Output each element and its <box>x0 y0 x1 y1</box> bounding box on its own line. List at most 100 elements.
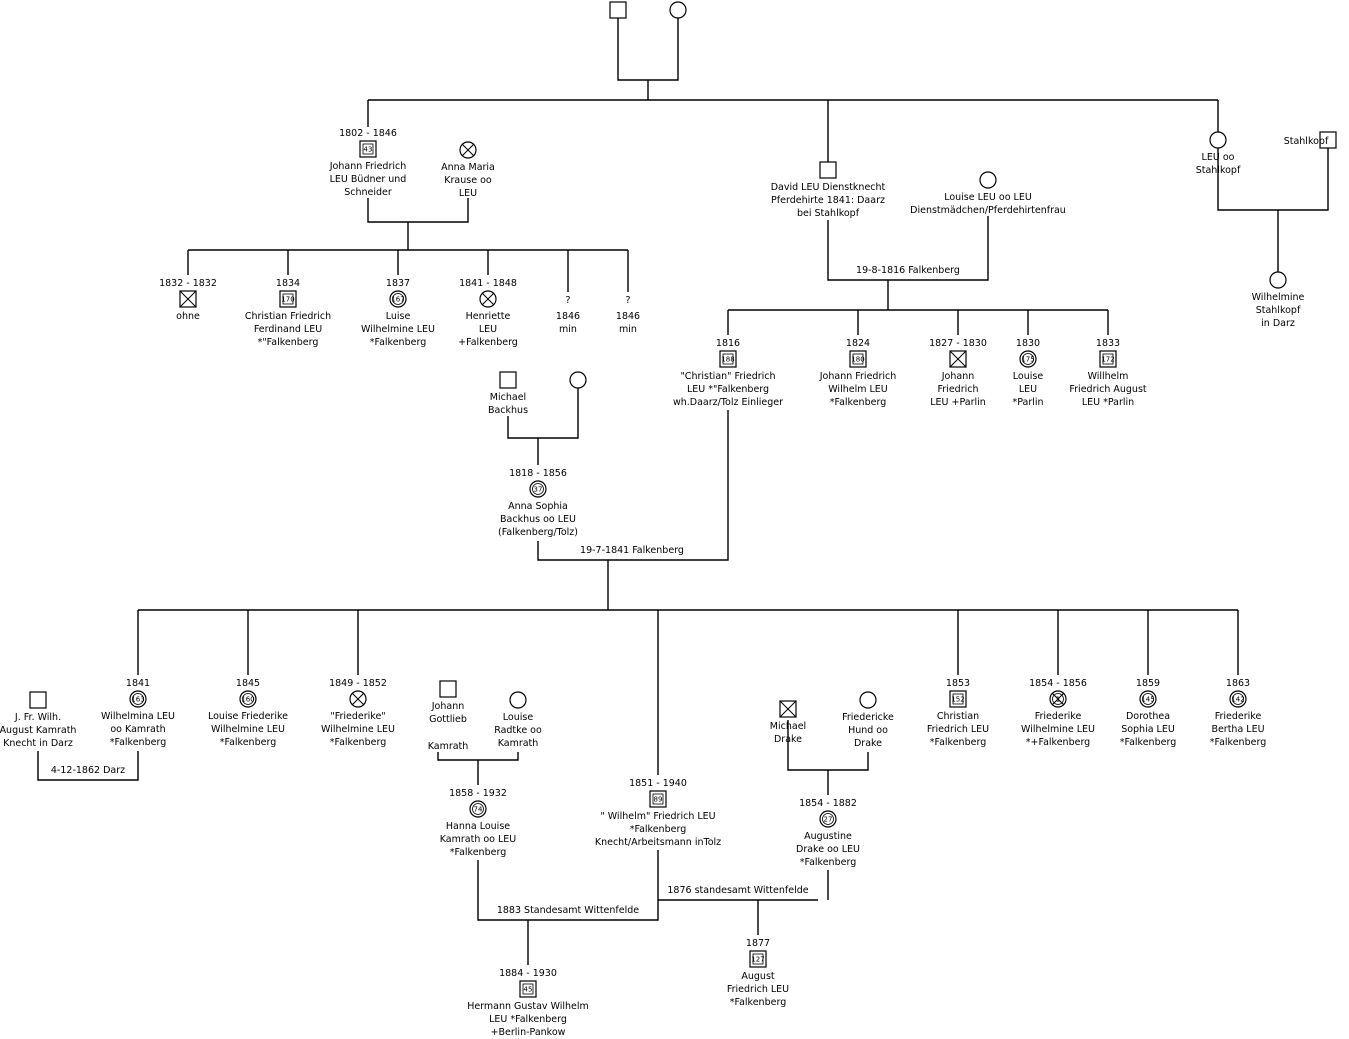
person-date: 1841 <box>126 678 150 689</box>
person-label-line: *Parlin <box>1012 397 1043 408</box>
person-date: 1830 <box>1016 338 1040 349</box>
person-number: 145 <box>1141 696 1154 704</box>
person-label-line: Dorothea <box>1126 711 1170 722</box>
person-label-line: *+Falkenberg <box>1026 737 1090 748</box>
person-label-line: Friedericke <box>842 712 894 723</box>
person-label-line: bei Stahlkopf <box>797 208 860 219</box>
person-date: 1818 - 1856 <box>509 468 567 479</box>
person-number: 45 <box>524 986 533 994</box>
male-symbol <box>609 1 627 19</box>
male-symbol <box>359 140 377 158</box>
male-symbol <box>1099 350 1117 368</box>
male-inner-symbol <box>522 983 534 995</box>
male-symbol <box>649 790 667 808</box>
female-symbol <box>569 371 587 389</box>
person-label-line: in Darz <box>1261 318 1295 329</box>
person-date: 1859 <box>1136 678 1160 689</box>
person-label-line: Louise <box>503 712 534 723</box>
person-label-line: LEU <box>479 324 497 335</box>
male-symbol <box>279 290 297 308</box>
person-number: 37 <box>534 486 543 494</box>
male-inner-symbol <box>852 353 864 365</box>
person-number: 142 <box>1231 696 1244 704</box>
person-date: 1854 - 1856 <box>1029 678 1087 689</box>
person-label-line: Friedrich LEU <box>727 984 789 995</box>
female-inner-symbol <box>132 693 144 705</box>
person-label-line: (Falkenberg/Tolz) <box>498 527 578 538</box>
person-label-line: Augustine <box>804 831 852 842</box>
person-label-line: Hund oo <box>848 725 888 736</box>
person-label-line: min <box>559 324 577 335</box>
female-inner-symbol <box>392 293 404 305</box>
person-label-line: Wilhelmine <box>1252 292 1305 303</box>
person-label-line: *Falkenberg <box>1120 737 1176 748</box>
person-label-line: Henriette <box>466 311 511 322</box>
person-date: 1863 <box>1226 678 1250 689</box>
deceased-cross <box>779 700 797 718</box>
person-label-line: Hanna Louise <box>446 821 510 832</box>
person-label-line: LEU +Parlin <box>930 397 986 408</box>
marriage-1876-label: 1876 standesamt Wittenfelde <box>667 885 808 896</box>
person-label-line: LEU oo <box>1202 152 1235 163</box>
person-label-line: Kamrath oo LEU <box>440 834 517 845</box>
person-label-line: Johann Friedrich <box>819 371 897 382</box>
person-label-line: " Wilhelm" Friedrich LEU <box>600 811 715 822</box>
person-label-line: +Falkenberg <box>458 337 518 348</box>
marriage-1816-label: 19-8-1816 Falkenberg <box>856 265 960 276</box>
person-number: 1 <box>1056 696 1060 704</box>
male-inner-symbol <box>362 143 374 155</box>
person-label-line: "Friederike" <box>330 711 385 722</box>
male-symbol <box>719 350 737 368</box>
male-inner-symbol <box>722 353 734 365</box>
person-label-line: August <box>741 971 775 982</box>
person-date: 1824 <box>846 338 870 349</box>
person-number: 172 <box>1101 356 1114 364</box>
female-symbol <box>509 691 527 709</box>
person-number: 175 <box>1021 356 1034 364</box>
person-label-line: Wilhelmine LEU <box>1021 724 1095 735</box>
person-label-line: LEU *"Falkenberg <box>687 384 769 395</box>
person-date: 1833 <box>1096 338 1120 349</box>
person-date: 1877 <box>746 938 770 949</box>
person-date: 1853 <box>946 678 970 689</box>
deceased-cross <box>482 293 494 305</box>
person-label-line: J. Fr. Wilh. <box>14 712 61 723</box>
female-inner-symbol <box>1052 693 1064 705</box>
deceased-cross <box>949 350 967 368</box>
person-date: 1837 <box>386 278 410 289</box>
female-inner-symbol <box>1022 353 1034 365</box>
deceased-cross <box>179 290 197 308</box>
person-date: 1802 - 1846 <box>339 128 397 139</box>
person-stahlkopf: Stahlkopf <box>1284 131 1337 149</box>
male-symbol <box>1319 131 1337 149</box>
kamrath-label: Kamrath <box>428 741 469 752</box>
person-date: 1841 - 1848 <box>459 278 517 289</box>
person-label-line: Louise <box>1013 371 1044 382</box>
person-label-line: Anna Sophia <box>508 501 568 512</box>
person-date: 1827 - 1830 <box>929 338 987 349</box>
person-label-line: Gottlieb <box>429 714 467 725</box>
person-label-line: "Christian" Friedrich <box>680 371 775 382</box>
person-date: 1851 - 1940 <box>629 778 687 789</box>
person-label-line: Luise <box>386 311 411 322</box>
person-label-line: Sophia LEU <box>1121 724 1175 735</box>
person-label-line: min <box>619 324 637 335</box>
female-symbol <box>669 1 687 19</box>
connector-lines <box>37 18 1329 965</box>
person-label-line: Friedrich August <box>1069 384 1147 395</box>
person-label-line: Krause oo <box>444 175 492 186</box>
person-label-line: +Berlin-Pankow <box>491 1027 566 1038</box>
person-label-line: Stahlkopf <box>1196 165 1241 176</box>
